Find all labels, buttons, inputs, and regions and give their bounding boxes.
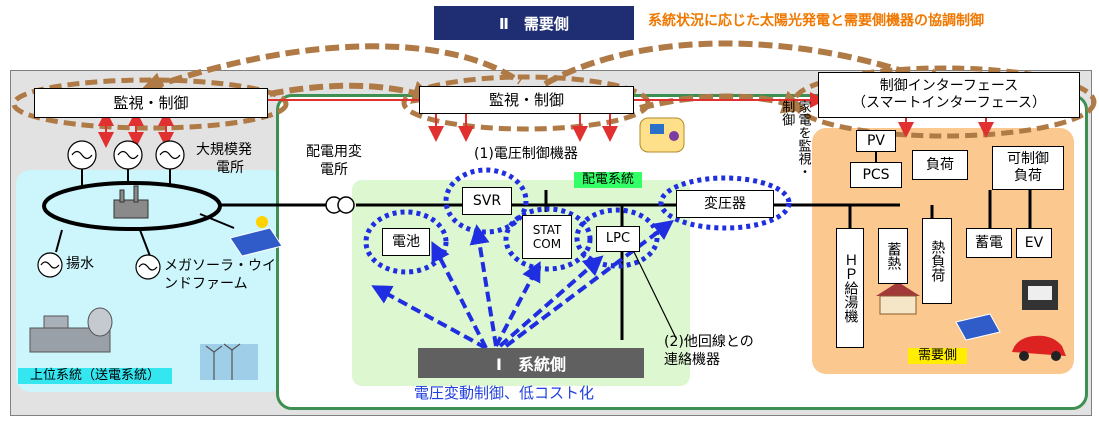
pcs-label: PCS xyxy=(862,166,890,183)
megasolar-label: メガソーラ・ウイ ンドファーム xyxy=(164,258,276,293)
dashed-curve-upper-left xyxy=(138,43,522,96)
other-line-link-line1: (2)他回線との xyxy=(664,334,754,350)
distribution-system-label: 配電系統 xyxy=(574,172,643,189)
large-plant-line1: 大規模発 xyxy=(196,142,252,158)
controllable-load-box: 可制御 負荷 xyxy=(992,146,1064,190)
svr-box: SVR xyxy=(462,187,512,215)
substation-transformer-icon xyxy=(325,196,355,214)
demand-side-banner: Ⅱ 需要側 xyxy=(434,6,634,40)
pumped-hydro-label: 揚水 xyxy=(66,256,94,272)
dashed-curve-right xyxy=(639,90,807,114)
oval-monitor-left xyxy=(11,77,289,131)
controllable-load-line1: 可制御 xyxy=(1007,151,1049,168)
communication-lines xyxy=(98,92,994,148)
load-box: 負荷 xyxy=(912,150,968,180)
monitor-control-left: 監視・制御 xyxy=(34,88,268,118)
substation-line2: 電所 xyxy=(320,161,348,178)
generator-icons xyxy=(37,140,185,280)
appliance-icon xyxy=(1022,280,1058,310)
lpc-box: LPC xyxy=(596,226,640,252)
home-solar-icon xyxy=(955,313,1001,341)
voltage-control-label: (1)電圧制御機器 xyxy=(474,146,578,162)
pcs-box: PCS xyxy=(850,162,902,188)
demand-side-label: 需要側 xyxy=(908,348,968,365)
leader-other-line xyxy=(633,251,677,339)
generator-icon-3 xyxy=(155,140,185,170)
monitor-center-label: 監視・制御 xyxy=(488,91,564,109)
system-side-panel: Ⅰ 系統側 xyxy=(418,348,644,378)
transformer-label: 変圧器 xyxy=(704,195,746,212)
oval-svr xyxy=(443,167,529,235)
voltage-goal-label: 電圧変動制御、低コスト化 xyxy=(414,384,595,402)
banner-title: Ⅱ 需要側 xyxy=(499,14,569,33)
heat-storage-box: 蓄熱 xyxy=(878,228,908,284)
substation-label: 配電用変 電所 xyxy=(306,144,362,179)
house-icon xyxy=(876,282,920,315)
large-plant-label: 大規模発 電所 xyxy=(196,142,252,177)
home-monitor-label: 家電を監視・制御 xyxy=(779,100,811,178)
transformer-box: 変圧器 xyxy=(676,190,774,218)
banner-subtitle: 系統状況に応じた太陽光発電と需要側機器の協調制御 xyxy=(648,13,984,29)
oval-monitor-center xyxy=(401,74,651,132)
oval-transformer xyxy=(658,175,792,231)
transmission-loop xyxy=(42,181,222,231)
control-interface-line2: （スマートインターフェース） xyxy=(851,95,1047,111)
large-plant-line2: 電所 xyxy=(216,159,244,176)
statcom-line2: COM xyxy=(532,237,562,251)
other-line-link-line2: 連絡機器 xyxy=(664,351,720,368)
statcom-box: STAT COM xyxy=(522,215,572,259)
heat-storage-label: 蓄熱 xyxy=(885,242,902,270)
nuclear-plant-icon xyxy=(29,307,113,353)
substation-line1: 配電用変 xyxy=(306,144,362,160)
dashed-curve-middle xyxy=(249,80,437,104)
hp-water-heater-box: ＨＰ給湯機 xyxy=(836,228,864,348)
statcom-line1: STAT xyxy=(532,222,562,237)
pv-label: PV xyxy=(866,132,886,149)
battery-box: 電池 xyxy=(382,228,430,256)
dashed-curve-upper-right xyxy=(543,40,952,91)
electricity-storage-label: 蓄電 xyxy=(975,234,1003,251)
generator-icon-1 xyxy=(67,140,97,170)
electricity-storage-box: 蓄電 xyxy=(966,228,1012,258)
upper-system-label: 上位系統（送電系統） xyxy=(18,368,173,385)
generator-icon-2 xyxy=(113,140,143,170)
megasolar-line2: ンドファーム xyxy=(164,275,248,292)
monitor-left-label: 監視・制御 xyxy=(113,94,189,112)
hp-water-heater-label: ＨＰ給湯機 xyxy=(842,253,859,323)
other-line-link-label: (2)他回線との 連絡機器 xyxy=(664,334,754,369)
dashed-ovals xyxy=(11,65,1097,139)
controllable-load-line2: 負荷 xyxy=(1014,168,1042,184)
control-interface-line1: 制御インターフェース xyxy=(879,78,1019,95)
operator-icon xyxy=(639,117,685,153)
heat-load-box: 熱負荷 xyxy=(922,218,952,304)
oval-statcom xyxy=(503,206,593,272)
oval-control-interface xyxy=(791,65,1097,139)
solar-panel-icon xyxy=(229,216,283,257)
wind-turbine-icons xyxy=(200,343,258,380)
ev-box: EV xyxy=(1016,228,1052,258)
control-interface-box: 制御インターフェース （スマートインターフェース） xyxy=(818,72,1080,118)
generator-icon-pumped xyxy=(37,252,63,278)
svr-label: SVR xyxy=(472,192,502,209)
lpc-label: LPC xyxy=(605,231,631,247)
monitor-control-center: 監視・制御 xyxy=(419,86,634,114)
generator-icon-megasolar xyxy=(135,254,161,280)
heat-load-label: 熱負荷 xyxy=(929,240,946,282)
load-label: 負荷 xyxy=(926,156,954,173)
battery-label: 電池 xyxy=(392,233,420,250)
megasolar-line1: メガソーラ・ウイ xyxy=(164,258,276,274)
ev-car-icon xyxy=(1012,335,1066,361)
system-side-label: Ⅰ 系統側 xyxy=(496,355,566,374)
pv-box: PV xyxy=(856,130,896,152)
ev-label: EV xyxy=(1024,234,1044,251)
power-plant-icon xyxy=(113,185,149,219)
